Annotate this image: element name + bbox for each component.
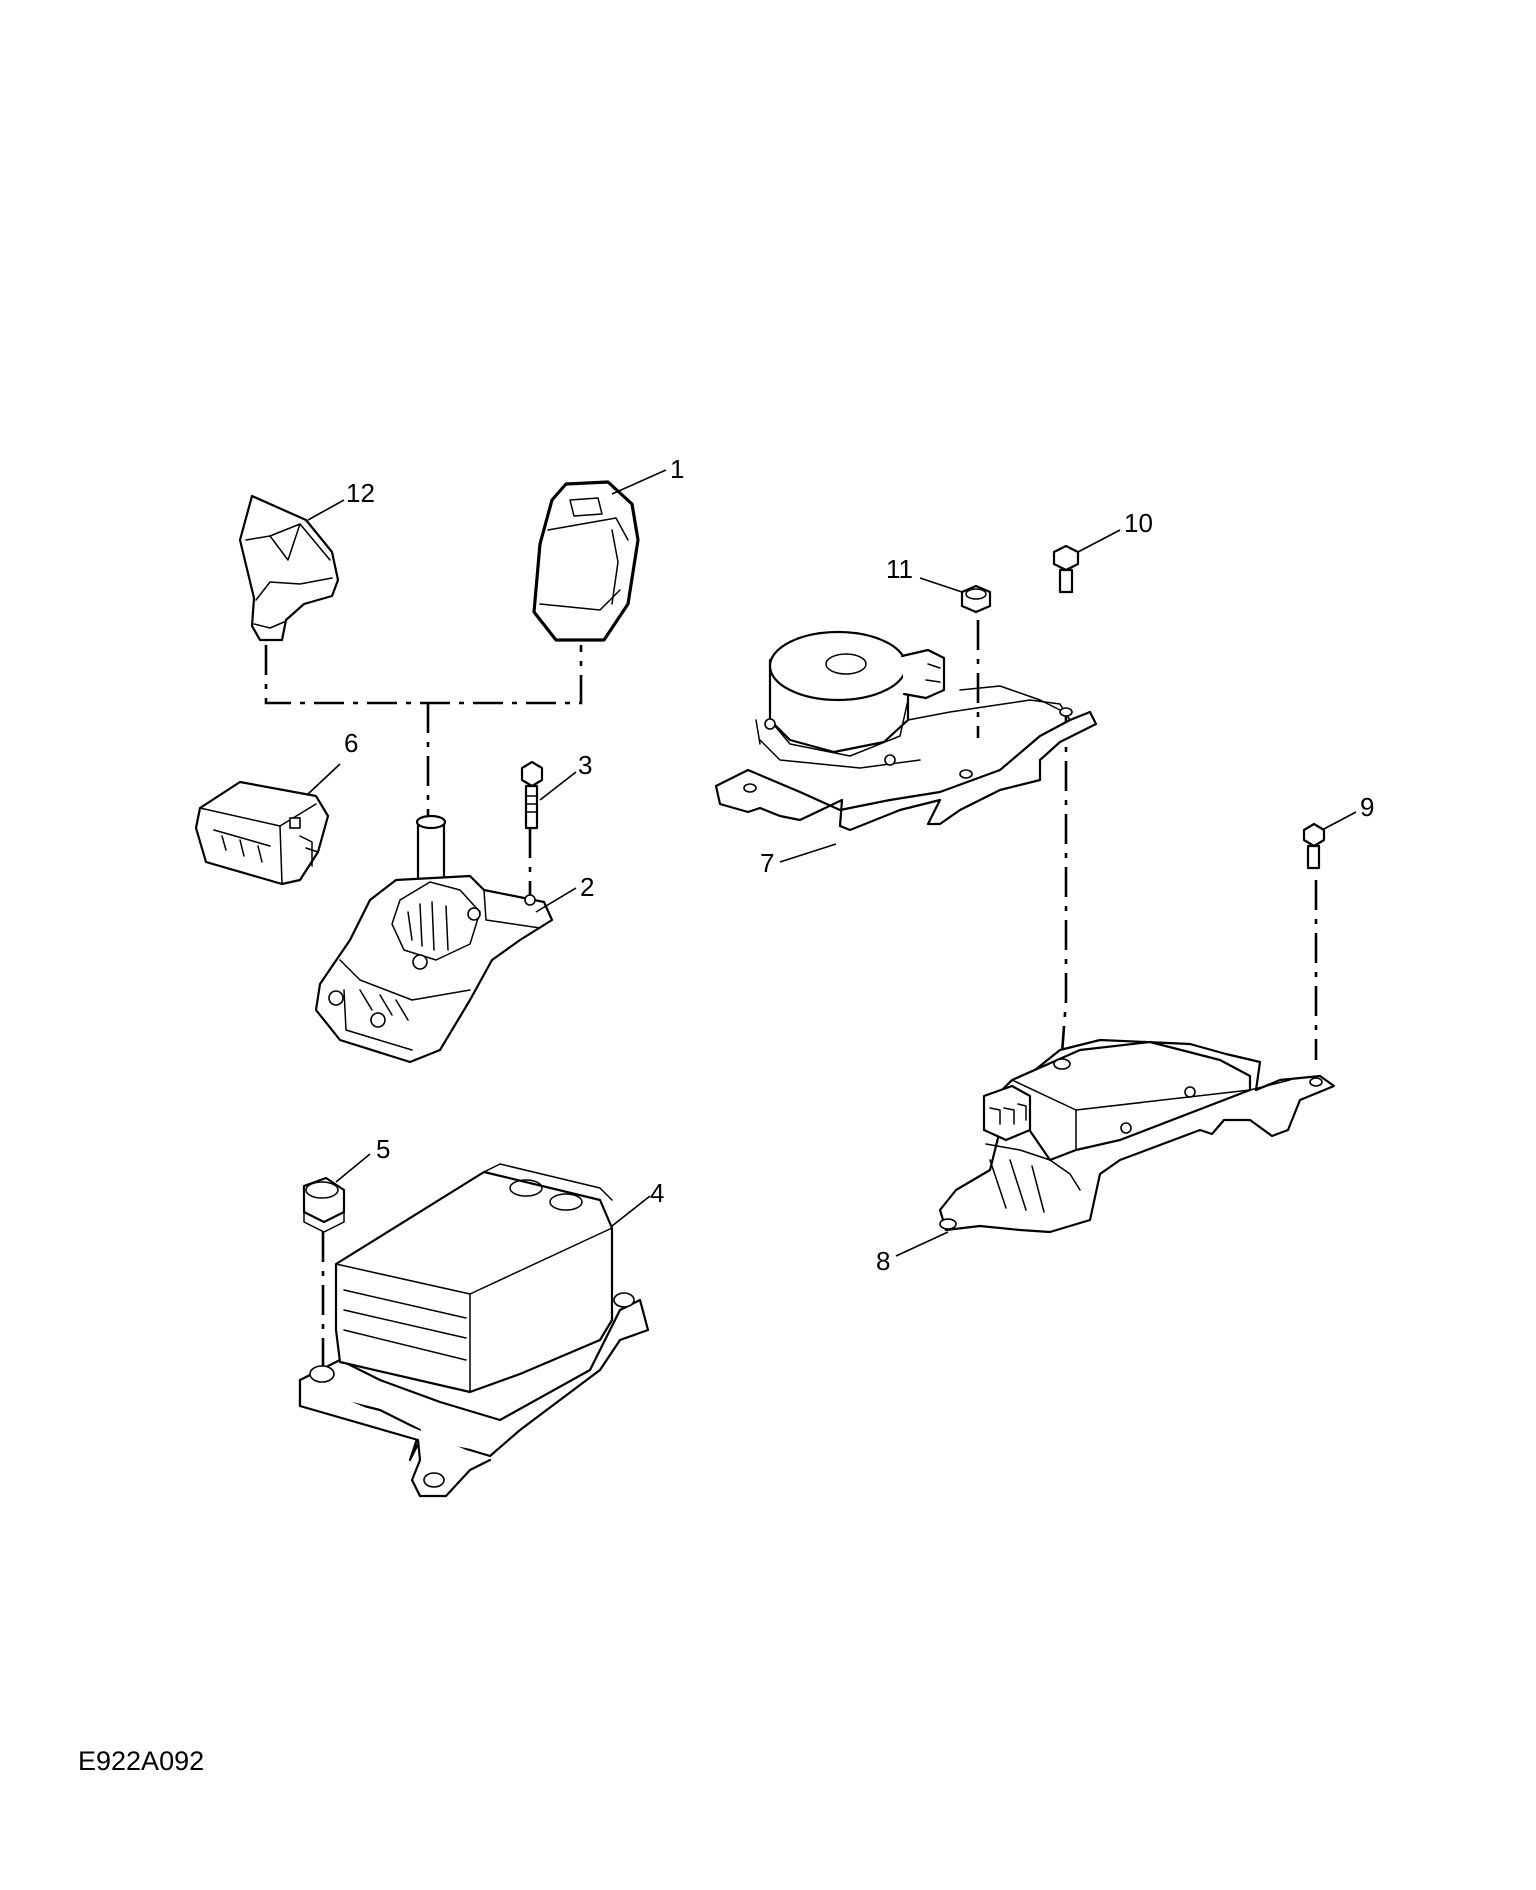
leader-5	[335, 1153, 371, 1183]
callout-leaders	[307, 469, 1357, 1257]
part-11-nut	[960, 584, 992, 614]
leader-7	[779, 843, 837, 863]
callout-numbers: 1 2 3 4 5 6 7 8 9 10 11 12	[344, 454, 1374, 1276]
leader-2	[535, 887, 577, 913]
callout-6: 6	[344, 728, 358, 758]
part-4-control-module	[298, 1163, 650, 1498]
leader-10	[1077, 529, 1121, 553]
leader-1	[611, 469, 667, 495]
callout-11: 11	[886, 554, 913, 584]
diagram-reference-code: E922A092	[78, 1746, 204, 1776]
part-2-shifter-assembly	[314, 814, 554, 1064]
callout-12: 12	[346, 478, 375, 508]
callout-3: 3	[578, 750, 592, 780]
part-1-gear-knob	[532, 480, 640, 642]
callout-1: 1	[670, 454, 684, 484]
part-9-bolt	[1302, 822, 1326, 870]
leader-9	[1321, 811, 1357, 831]
part-5-nut	[302, 1176, 346, 1233]
callout-7: 7	[760, 848, 774, 878]
leader-11	[919, 577, 963, 593]
callout-8: 8	[876, 1246, 890, 1276]
callout-2: 2	[580, 872, 594, 902]
callout-9: 9	[1360, 792, 1374, 822]
part-7-actuator-bracket	[714, 630, 1098, 832]
part-12-shift-boot	[238, 494, 340, 642]
callout-4: 4	[650, 1178, 664, 1208]
part-8-module-bracket	[938, 1038, 1336, 1234]
callout-5: 5	[376, 1134, 390, 1164]
leader-4	[611, 1195, 651, 1227]
leader-12	[307, 499, 345, 521]
leader-6	[307, 763, 341, 795]
leader-8	[895, 1231, 949, 1257]
leader-3	[539, 771, 577, 801]
part-6-switch-module	[194, 780, 330, 886]
part-3-bolt	[520, 760, 544, 830]
part-10-bolt	[1052, 544, 1080, 594]
callout-10: 10	[1124, 508, 1153, 538]
